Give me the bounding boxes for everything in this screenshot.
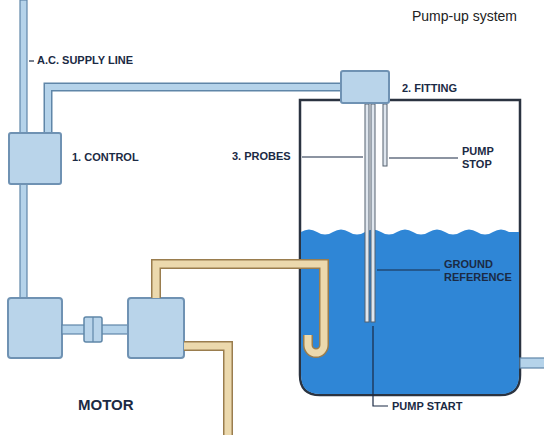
probe bbox=[365, 104, 369, 322]
motor-conduit bbox=[20, 184, 27, 300]
conduit-fill bbox=[48, 87, 340, 132]
water bbox=[301, 230, 519, 395]
leader-line bbox=[29, 60, 34, 61]
conduit-outline bbox=[48, 87, 340, 132]
probe bbox=[383, 104, 387, 166]
control-box: 1. CONTROL bbox=[8, 132, 62, 185]
leader-line bbox=[373, 326, 388, 406]
coupling bbox=[84, 317, 102, 342]
part-label: A.C. SUPPLY LINE bbox=[37, 54, 133, 67]
probe-label: PUMP START bbox=[392, 400, 463, 413]
outlet-pipe bbox=[520, 358, 544, 368]
leader-line bbox=[377, 269, 440, 270]
leader-line bbox=[389, 157, 458, 158]
discharge-pipe bbox=[156, 264, 324, 353]
part-label: 1. CONTROL bbox=[72, 151, 139, 164]
suction-pipe bbox=[184, 346, 228, 435]
pump-box bbox=[128, 298, 184, 358]
part-label: 2. FITTING bbox=[402, 82, 457, 95]
discharge-pipe-outline bbox=[156, 264, 324, 353]
probe-label: GROUND REFERENCE bbox=[444, 258, 514, 284]
suction-pipe-outline bbox=[184, 346, 228, 435]
coupling-seam bbox=[92, 317, 93, 342]
part-label: 3. PROBES bbox=[232, 150, 291, 163]
diagram-title: Pump-up system bbox=[412, 8, 517, 24]
tank bbox=[300, 100, 520, 395]
motor-box bbox=[8, 298, 62, 358]
leader-line bbox=[302, 156, 363, 157]
fitting-box: 2. FITTING bbox=[340, 70, 390, 104]
probe-label: PUMP STOP bbox=[462, 145, 506, 171]
part-label: MOTOR bbox=[78, 396, 134, 414]
probe bbox=[371, 104, 375, 322]
supply-pipe bbox=[20, 0, 27, 134]
conduit-pipe bbox=[48, 87, 340, 132]
